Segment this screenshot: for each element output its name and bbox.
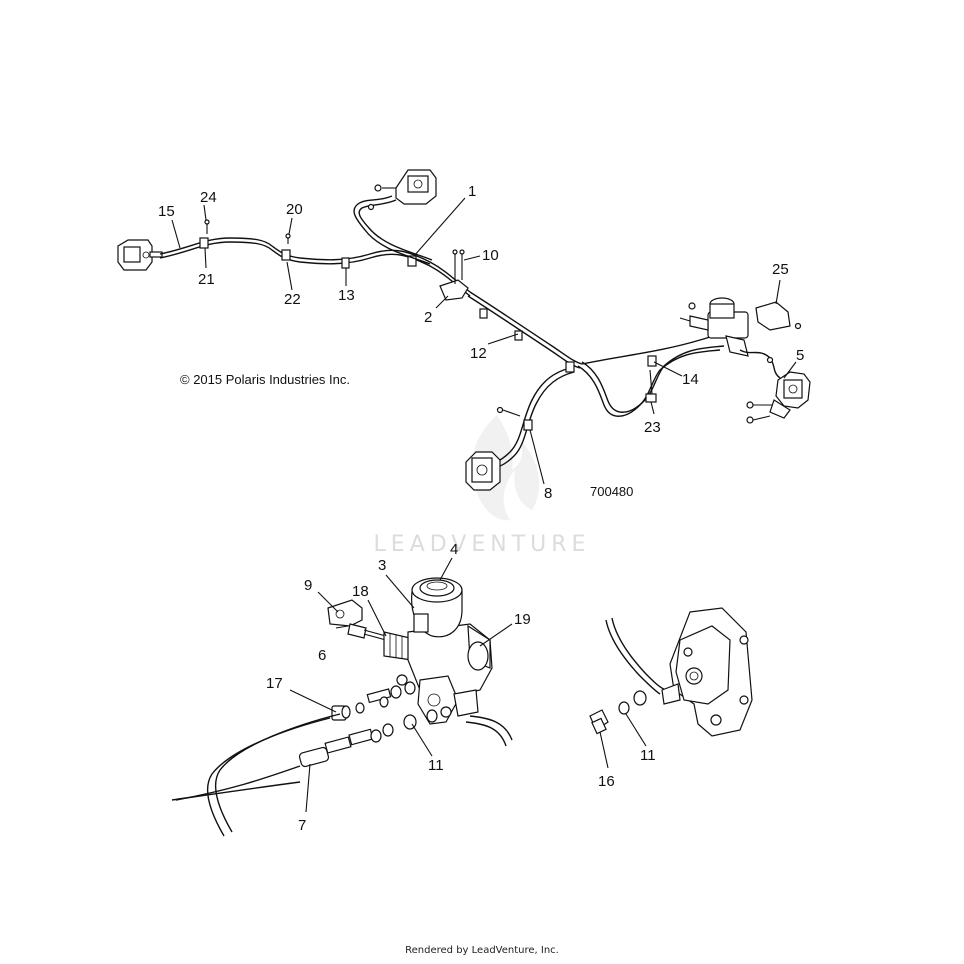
footer-credit: Rendered by LeadVenture, Inc. [405, 945, 559, 956]
callout-25: 25 [772, 261, 789, 278]
callout-24: 24 [200, 189, 217, 206]
callout-21: 21 [198, 271, 215, 288]
callout-6: 6 [318, 647, 326, 664]
callout-11-right: 11 [640, 747, 656, 764]
callout-20: 20 [286, 201, 303, 218]
callout-3: 3 [378, 557, 386, 574]
callout-16: 16 [598, 773, 615, 790]
callout-13: 13 [338, 287, 355, 304]
callout-12: 12 [470, 345, 487, 362]
top-caliper [374, 169, 437, 205]
callout-17: 17 [266, 675, 283, 692]
junction-block [439, 249, 469, 301]
callout-22: 22 [284, 291, 301, 308]
callout-2: 2 [424, 309, 432, 326]
watermark-text: LEADVENTURE [374, 532, 591, 557]
copyright-text: © 2015 Polaris Industries Inc. [180, 372, 350, 387]
left-front-caliper [117, 239, 163, 271]
callout-14: 14 [682, 371, 699, 388]
caliper-detail [589, 607, 753, 769]
brake-line-assembly [117, 169, 811, 491]
callout-9: 9 [304, 577, 312, 594]
clip-1 [407, 255, 417, 267]
callout-7: 7 [298, 817, 306, 834]
clip-22 [281, 249, 291, 261]
callout-19: 19 [514, 611, 531, 628]
callout-1: 1 [468, 183, 476, 200]
callout-5: 5 [796, 347, 804, 364]
bracket-25 [755, 301, 791, 331]
leader-lines-upper [171, 197, 797, 485]
callout-labels: 1 2 3 4 5 6 7 8 9 10 11 11 12 13 14 15 1… [158, 183, 804, 834]
rear-caliper-center [465, 451, 501, 491]
clip-21 [199, 237, 209, 249]
callout-18: 18 [352, 583, 369, 600]
right-rear-caliper [746, 371, 811, 424]
callout-11-left: 11 [428, 757, 444, 774]
callout-8: 8 [544, 485, 552, 502]
callout-4: 4 [450, 541, 458, 558]
callout-23: 23 [644, 419, 661, 436]
clip-13 [341, 257, 350, 269]
diagram-number: 700480 [590, 484, 633, 499]
callout-15: 15 [158, 203, 175, 220]
leadventure-watermark: LEADVENTURE [374, 415, 591, 557]
master-cylinder-detail [171, 557, 513, 837]
callout-10: 10 [482, 247, 499, 264]
